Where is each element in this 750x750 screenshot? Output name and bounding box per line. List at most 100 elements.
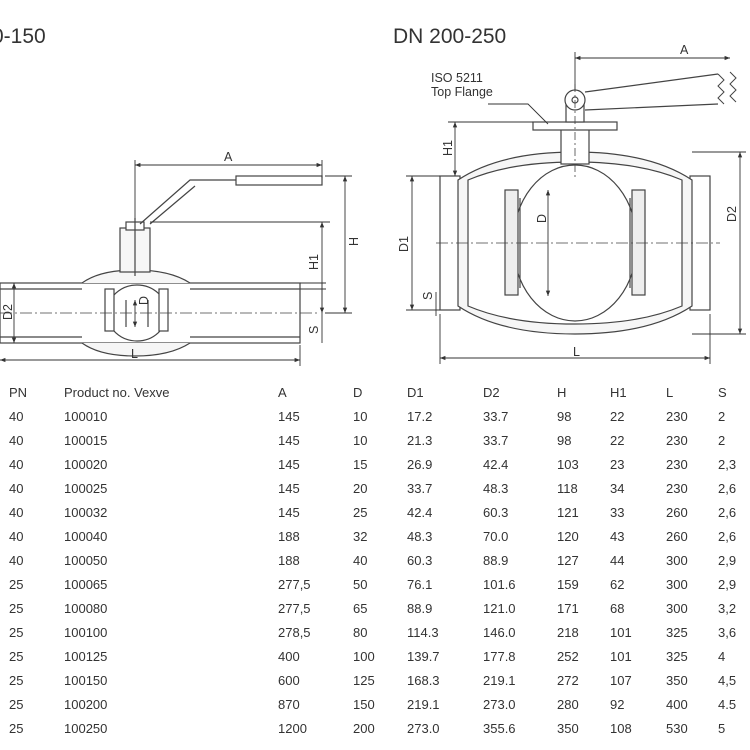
table-cell: 100125 — [64, 648, 108, 664]
table-cell: 68 — [610, 600, 625, 616]
table-cell: 40 — [9, 456, 24, 472]
table-cell: 25 — [353, 504, 368, 520]
table-cell: 100150 — [64, 672, 108, 688]
spec-table-header: PN Product no. Vexve A D D1 D2 H H1 L S — [0, 380, 748, 404]
table-cell: 118 — [557, 480, 578, 496]
header-d1: D1 — [407, 384, 424, 400]
table-cell: 25 — [9, 696, 24, 712]
table-cell: 65 — [353, 600, 368, 616]
table-cell: 100080 — [64, 600, 108, 616]
table-cell: 177.8 — [483, 648, 516, 664]
table-cell: 40 — [9, 408, 24, 424]
table-cell: 101 — [610, 648, 632, 664]
table-cell: 33.7 — [407, 480, 433, 496]
table-cell: 3,6 — [718, 624, 737, 640]
table-cell: 2 — [718, 408, 726, 424]
table-cell: 100 — [353, 648, 375, 664]
table-cell: 100065 — [64, 576, 108, 592]
table-cell: 230 — [666, 432, 688, 448]
table-cell: 42.4 — [483, 456, 509, 472]
table-cell: 277,5 — [278, 600, 311, 616]
table-cell: 272 — [557, 672, 579, 688]
table-cell: 17.2 — [407, 408, 433, 424]
spec-table: PN Product no. Vexve A D D1 D2 H H1 L S … — [0, 380, 748, 740]
table-cell: 188 — [278, 528, 300, 544]
left-label-d: D — [137, 296, 151, 305]
table-cell: 60.3 — [407, 552, 433, 568]
table-cell: 100020 — [64, 456, 108, 472]
left-label-s: S — [307, 326, 321, 334]
right-label-l: L — [573, 345, 580, 359]
table-cell: 25 — [9, 600, 24, 616]
table-cell: 278,5 — [278, 624, 311, 640]
table-cell: 33.7 — [483, 432, 509, 448]
table-cell: 25 — [9, 576, 24, 592]
technical-drawings: A H H1 D2 D S L — [0, 43, 746, 366]
table-cell: 145 — [278, 480, 300, 496]
table-cell: 325 — [666, 648, 688, 664]
table-cell: 3,2 — [718, 600, 737, 616]
drawing-title-right: DN 200-250 — [393, 25, 507, 48]
header-h1: H1 — [610, 384, 627, 400]
table-cell: 2,6 — [718, 504, 737, 520]
table-cell: 145 — [278, 456, 300, 472]
table-cell: 100040 — [64, 528, 108, 544]
table-cell: 48.3 — [407, 528, 433, 544]
table-cell: 100200 — [64, 696, 108, 712]
table-cell: 200 — [353, 720, 375, 736]
table-cell: 34 — [610, 480, 625, 496]
table-cell: 121 — [557, 504, 579, 520]
table-cell: 870 — [278, 696, 300, 712]
table-cell: 127 — [557, 552, 579, 568]
table-cell: 98 — [557, 432, 572, 448]
table-cell: 146.0 — [483, 624, 516, 640]
table-cell: 40 — [9, 552, 24, 568]
table-cell: 22 — [610, 408, 625, 424]
table-cell: 5 — [718, 720, 726, 736]
table-cell: 355.6 — [483, 720, 516, 736]
right-note-iso: ISO 5211 — [431, 71, 483, 85]
table-cell: 188 — [278, 552, 300, 568]
table-cell: 88.9 — [407, 600, 433, 616]
table-cell: 25 — [9, 648, 24, 664]
table-cell: 42.4 — [407, 504, 433, 520]
table-cell: 103 — [557, 456, 579, 472]
table-cell: 168.3 — [407, 672, 440, 688]
table-cell: 280 — [557, 696, 579, 712]
table-cell: 400 — [666, 696, 688, 712]
table-cell: 273.0 — [407, 720, 440, 736]
left-label-h1: H1 — [307, 254, 321, 270]
table-cell: 145 — [278, 408, 300, 424]
table-cell: 33 — [610, 504, 625, 520]
left-dimension-lines — [0, 160, 352, 366]
table-cell: 40 — [9, 504, 24, 520]
table-cell: 98 — [557, 408, 572, 424]
table-cell: 100015 — [64, 432, 108, 448]
table-cell: 100050 — [64, 552, 108, 568]
table-cell: 218 — [557, 624, 579, 640]
table-cell: 21.3 — [407, 432, 433, 448]
table-cell: 70.0 — [483, 528, 509, 544]
table-cell: 25 — [9, 672, 24, 688]
table-cell: 43 — [610, 528, 625, 544]
table-cell: 80 — [353, 624, 368, 640]
left-label-h: H — [347, 237, 361, 246]
table-cell: 252 — [557, 648, 579, 664]
table-cell: 2,9 — [718, 576, 737, 592]
right-label-d2: D2 — [725, 206, 739, 222]
table-cell: 22 — [610, 432, 625, 448]
table-cell: 100032 — [64, 504, 108, 520]
table-cell: 50 — [353, 576, 368, 592]
table-cell: 171 — [557, 600, 579, 616]
table-cell: 32 — [353, 528, 368, 544]
left-valve-drawing — [0, 175, 323, 357]
table-cell: 40 — [353, 552, 368, 568]
table-cell: 107 — [610, 672, 632, 688]
table-cell: 350 — [557, 720, 579, 736]
drawing-title-left: 0-150 — [0, 25, 46, 48]
